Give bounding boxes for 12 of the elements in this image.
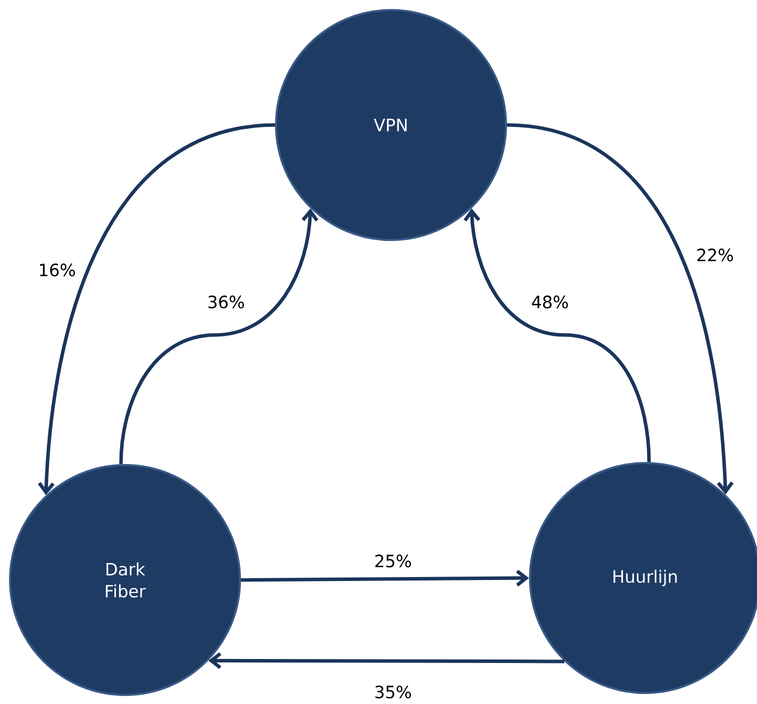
edge-label: 35% [373, 684, 413, 700]
edge-label: 16% [37, 262, 77, 278]
edge-label: 22% [695, 248, 735, 262]
arrow [241, 570, 530, 586]
arrow [464, 208, 651, 462]
edge-label: 48% [530, 294, 570, 310]
arrow [119, 208, 318, 464]
arrow [506, 123, 734, 495]
edge-label: 25% [373, 554, 413, 568]
arrow [208, 652, 564, 669]
arrow [38, 123, 276, 496]
edge-label: 36% [206, 294, 246, 310]
